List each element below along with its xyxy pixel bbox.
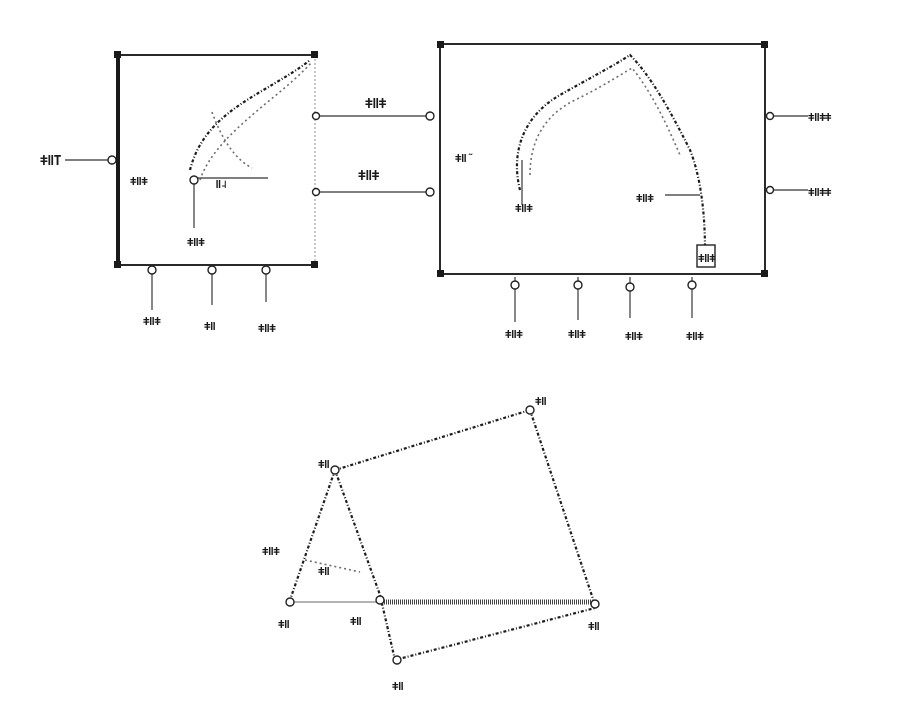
connector-pin (425, 187, 435, 197)
vertex-pin (285, 597, 295, 607)
vertex-pin (590, 599, 600, 609)
corner-node (761, 41, 768, 48)
lower-right-edge (528, 409, 597, 606)
left-inner-label-b: ǁ˨ (215, 178, 227, 191)
right-inner-label-mid: ǂǁǂ (636, 192, 654, 205)
right-bottom-label-2: ǂǁǂ (568, 328, 586, 341)
bottom-pin (573, 280, 583, 290)
left-inner-label-c: ǂǁǂ (187, 236, 205, 249)
vertex-pin (525, 405, 535, 415)
output-lower-label: ǂǁǂǂ (808, 186, 832, 199)
bottom-pin (207, 265, 217, 275)
right-inner-label-left: ǂǁ̃ (455, 152, 473, 165)
corner-node (437, 41, 444, 48)
lower-connector-label: ǂǁǂ (358, 169, 380, 184)
bottom-pin (625, 282, 635, 292)
corner-node (114, 51, 121, 58)
vertex-pin (392, 655, 402, 665)
right-bottom-label-4: ǂǁǂ (686, 330, 704, 343)
lower-figure: ǂǁ ǂǁ ǂǁǂ ǂǁ ǂǁ ǂǁ ǂǁ ǂǁ (262, 395, 601, 693)
right-bottom-label-1: ǂǁǂ (505, 328, 523, 341)
right-block-frame (439, 43, 766, 275)
lower-left-slope (288, 469, 337, 601)
corner-node (761, 270, 768, 277)
connectors: ǂǁǂ ǂǁǂ (311, 97, 435, 197)
lower-label-center-bottom: ǂǁ (350, 615, 362, 628)
lower-bottom-diagonal (394, 606, 596, 662)
connector-pin (311, 187, 321, 197)
left-bottom-label-3: ǂǁǂ (258, 322, 276, 335)
right-inner-label-bottom: ǂǁǂ (515, 202, 533, 215)
input-pin (107, 155, 117, 165)
left-input-label: ǂǁT (40, 154, 62, 169)
lower-crossbar (304, 559, 361, 573)
corner-node (437, 270, 444, 277)
right-block-arch-inner (529, 66, 681, 176)
output-upper-label: ǂǁǂǂ (808, 111, 832, 124)
corner-node (311, 51, 318, 58)
corner-node (311, 261, 318, 268)
left-block-curve (188, 59, 311, 171)
bottom-pin (261, 265, 271, 275)
output-pin (765, 185, 775, 195)
connector-pin (425, 111, 435, 121)
left-block-curve-branch (211, 111, 253, 169)
lower-label-mid-left: ǂǁǂ (262, 545, 280, 558)
left-bottom-label-1: ǂǁǂ (143, 315, 161, 328)
arch-end-block (696, 244, 716, 268)
upper-connector-label: ǂǁǂ (365, 97, 387, 112)
lower-bottom-link (378, 594, 397, 661)
left-bottom-label-2: ǂǁ (204, 320, 216, 333)
vertex-pin (330, 465, 340, 475)
lower-label-bottom: ǂǁ (392, 680, 404, 693)
lower-label-mid-inner: ǂǁ (318, 565, 330, 578)
lower-label-right-bottom: ǂǁ (588, 620, 600, 633)
right-bottom-label-3: ǂǁǂ (625, 330, 643, 343)
lower-label-top-right: ǂǁ (535, 395, 547, 408)
left-block: ǂǁT ǂǁǂ ǁ˨ ǂǁǂ ǂǁǂ ǂǁ ǂǁǂ (40, 51, 318, 335)
lower-inner-slope (333, 469, 382, 596)
output-pin (765, 111, 775, 121)
left-inner-label-a: ǂǁǂ (130, 175, 148, 188)
lower-label-top-left: ǂǁ (318, 458, 330, 471)
bottom-pin (510, 280, 520, 290)
right-block-arch (515, 53, 707, 251)
vertex-pin (375, 595, 385, 605)
junction-pin (189, 175, 199, 185)
right-inner-label-right: ǂǁǂ (698, 252, 716, 265)
connector-pin (311, 111, 321, 121)
right-block: ǂǁ̃ ǂǁǂ ǂǁǂ ǂǁǂ ǂǁǂǂ ǂǁǂǂ ǂǁǂ ǂǁǂ ǂǁǂ ǂǁ… (437, 41, 833, 343)
lower-top-edge (334, 408, 531, 472)
bottom-pin (687, 280, 697, 290)
left-block-curve-shadow (199, 61, 313, 181)
bottom-pin (147, 265, 157, 275)
lower-label-left-bottom: ǂǁ (278, 618, 290, 631)
corner-node (114, 261, 121, 268)
